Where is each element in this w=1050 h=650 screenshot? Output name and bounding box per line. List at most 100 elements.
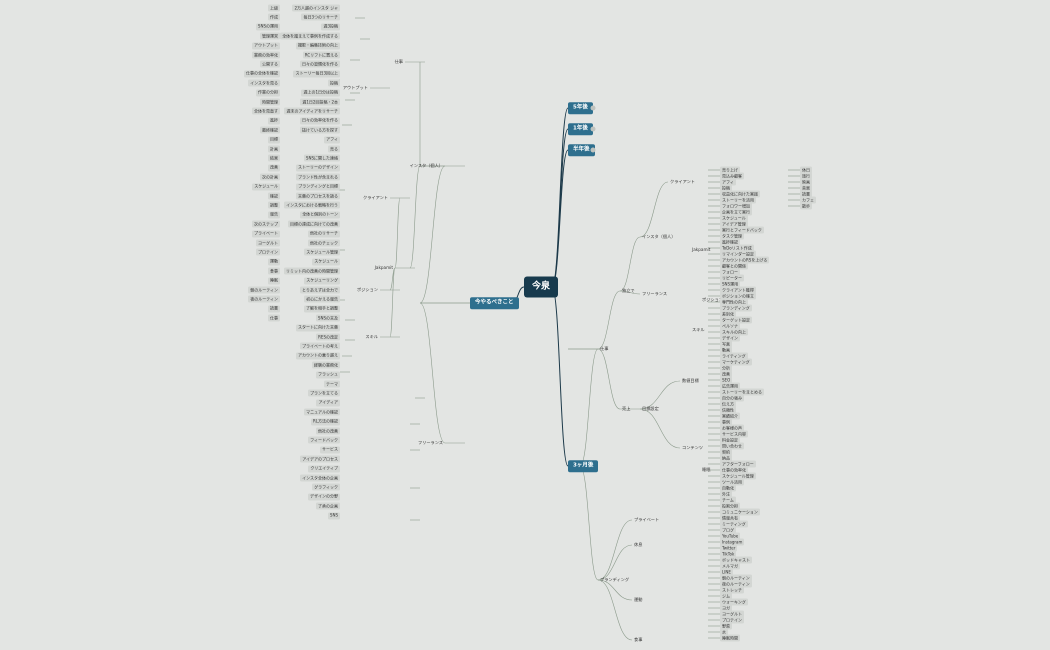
leaf-node[interactable]: ストーリーをまとめる xyxy=(720,388,764,396)
leaf-node[interactable]: デザイン xyxy=(720,334,740,342)
leaf-node[interactable]: 収益化に向けた実践 xyxy=(720,190,760,198)
leaf-node[interactable]: ストレッチ xyxy=(720,586,744,594)
mid-node[interactable]: インスタ（個人） xyxy=(642,233,676,239)
leaf-node[interactable]: LINE xyxy=(720,568,733,576)
mid-node[interactable]: ポジション xyxy=(357,286,378,292)
leaf-node[interactable]: ウォーキング xyxy=(720,598,748,606)
leaf-node[interactable]: アフターフォロー xyxy=(720,460,756,468)
mid-node[interactable]: フリーランス xyxy=(417,439,443,445)
leaf-node[interactable]: 映画 xyxy=(800,178,812,186)
leaf-node[interactable]: スケジュール xyxy=(312,258,340,266)
leaf-node[interactable]: 企画を立て実行 xyxy=(720,208,752,216)
leaf-node[interactable]: サービス xyxy=(320,446,340,454)
mid-node[interactable]: 独立で xyxy=(622,287,635,293)
mid-node[interactable]: 休息 xyxy=(634,541,643,547)
leaf-node[interactable]: 動画 xyxy=(720,346,732,354)
leaf-node[interactable]: 契約 xyxy=(720,448,732,456)
leaf-node[interactable]: 専門性の向上 xyxy=(720,298,748,306)
leaf-node[interactable]: 顧客との関係 xyxy=(720,262,748,270)
leaf-node[interactable]: 睡眠時間 xyxy=(720,634,740,642)
leaf-node[interactable]: アウトプット xyxy=(252,42,280,50)
leaf-node[interactable]: 作業の分担 xyxy=(256,89,280,97)
leaf-node[interactable]: 仕事の効率化 xyxy=(720,466,748,474)
leaf-node[interactable]: ツール活用 xyxy=(720,478,744,486)
leaf-node[interactable]: ポジションの確立 xyxy=(720,292,756,300)
leaf-node[interactable]: 役割分担 xyxy=(720,502,740,510)
leaf-node[interactable]: 分析 xyxy=(720,364,732,372)
leaf-node[interactable]: プロテイン xyxy=(256,248,280,256)
leaf-node[interactable]: タスク管理 xyxy=(720,232,744,240)
leaf-node[interactable]: 上級 xyxy=(268,4,280,12)
mid-node[interactable]: アウトプット xyxy=(342,84,368,90)
leaf-node[interactable]: フィードバック xyxy=(308,436,340,444)
leaf-node[interactable]: 夜のルーティン xyxy=(720,580,752,588)
leaf-node[interactable]: アイデアのプロセス xyxy=(300,455,340,463)
mid-node[interactable]: インスタ（個人） xyxy=(409,162,443,168)
leaf-node[interactable]: 自分の強み xyxy=(720,394,744,402)
leaf-node[interactable]: SNSの言及 xyxy=(315,314,340,322)
leaf-node[interactable]: とりあえずは全力で xyxy=(300,286,340,294)
leaf-node[interactable]: スケジュール管理 xyxy=(304,248,340,256)
leaf-node[interactable]: 結果 xyxy=(268,154,280,162)
mid-node[interactable]: ポジション xyxy=(702,296,723,302)
leaf-node[interactable]: 売り上げ xyxy=(720,166,740,174)
leaf-node[interactable]: クライアント獲得 xyxy=(720,286,756,294)
mid-node[interactable]: Jakpamit xyxy=(692,246,711,252)
leaf-node[interactable]: 週1日2回投稿・2本 xyxy=(300,98,340,106)
mid-node[interactable]: ブランディング xyxy=(600,576,630,582)
leaf-node[interactable]: 時間管理 xyxy=(260,98,280,106)
leaf-node[interactable]: RCリフトに置える xyxy=(302,51,340,59)
mid-node[interactable]: プライベート xyxy=(634,516,660,522)
leaf-node[interactable]: ジム xyxy=(720,592,732,600)
leaf-node[interactable]: 了承の企画 xyxy=(316,502,340,510)
leaf-node[interactable]: 他社のリサーチ xyxy=(308,230,340,238)
mid-node[interactable]: スキル xyxy=(692,326,705,332)
leaf-node[interactable]: 差別化 xyxy=(720,310,736,318)
leaf-node[interactable]: プランを立てる xyxy=(308,389,340,397)
leaf-node[interactable]: マーケティング xyxy=(720,358,752,366)
leaf-node[interactable]: ToDoリスト作成 xyxy=(720,244,754,252)
leaf-node[interactable]: 事例 xyxy=(720,418,732,426)
leaf-node[interactable]: 改善 xyxy=(268,164,280,172)
leaf-node[interactable]: ヨーグルト xyxy=(256,239,280,247)
leaf-node[interactable]: 実績紹介 xyxy=(720,412,740,420)
mid-node[interactable]: クライアント xyxy=(363,194,388,200)
leaf-node[interactable]: 料金設定 xyxy=(720,436,740,444)
leaf-node[interactable]: ミーティング xyxy=(720,520,748,528)
branch-node[interactable]: 今やるべきこと xyxy=(470,297,519,309)
branch-node[interactable]: 1年後 xyxy=(568,123,593,135)
leaf-node[interactable]: カフェ xyxy=(800,196,816,204)
leaf-node[interactable]: 写真 xyxy=(720,340,732,348)
leaf-node[interactable]: スケジューリング xyxy=(304,277,340,285)
leaf-node[interactable]: ブランド性が含まれる xyxy=(296,173,340,181)
leaf-node[interactable]: SEO xyxy=(720,376,733,384)
leaf-node[interactable]: 実行とフィードバック xyxy=(720,226,764,234)
leaf-node[interactable]: 公開する xyxy=(260,60,280,68)
leaf-node[interactable]: ストーリーのデザイン xyxy=(296,164,340,172)
leaf-node[interactable]: インスタ全体の企画 xyxy=(300,474,340,482)
leaf-node[interactable]: 次のステップ xyxy=(252,220,280,228)
leaf-node[interactable]: 全体を見直す xyxy=(252,107,280,115)
mid-node[interactable]: 運動 xyxy=(634,596,643,602)
leaf-node[interactable]: アイディア xyxy=(316,399,340,407)
leaf-node[interactable]: アイデア管理 xyxy=(720,220,748,228)
leaf-node[interactable]: 散歩 xyxy=(800,202,812,210)
leaf-node[interactable]: グラフィック xyxy=(312,483,340,491)
leaf-node[interactable]: 他社のチェック xyxy=(308,239,340,247)
leaf-node[interactable]: 朝のルーティン xyxy=(248,286,280,294)
leaf-node[interactable]: メルマガ xyxy=(720,562,740,570)
mid-node[interactable]: Jakpamit xyxy=(374,264,393,270)
root-node[interactable]: 今泉 xyxy=(524,276,559,298)
leaf-node[interactable]: 伝え方 xyxy=(720,400,736,408)
leaf-node[interactable]: 目標の達成に向けての改善 xyxy=(288,220,340,228)
leaf-node[interactable]: 夜のルーティン xyxy=(248,295,280,303)
collapse-dot[interactable] xyxy=(590,147,596,153)
leaf-node[interactable]: 了解を相手と調整 xyxy=(304,305,340,313)
leaf-node[interactable]: 投稿 xyxy=(720,184,732,192)
leaf-node[interactable]: サービス内容 xyxy=(720,430,748,438)
leaf-node[interactable]: 進捗確認 xyxy=(720,238,740,246)
leaf-node[interactable]: 目標 xyxy=(268,136,280,144)
leaf-node[interactable]: フラッシュ xyxy=(316,371,340,379)
leaf-node[interactable]: フォロー xyxy=(720,268,740,276)
leaf-node[interactable]: ターゲット設定 xyxy=(720,316,752,324)
